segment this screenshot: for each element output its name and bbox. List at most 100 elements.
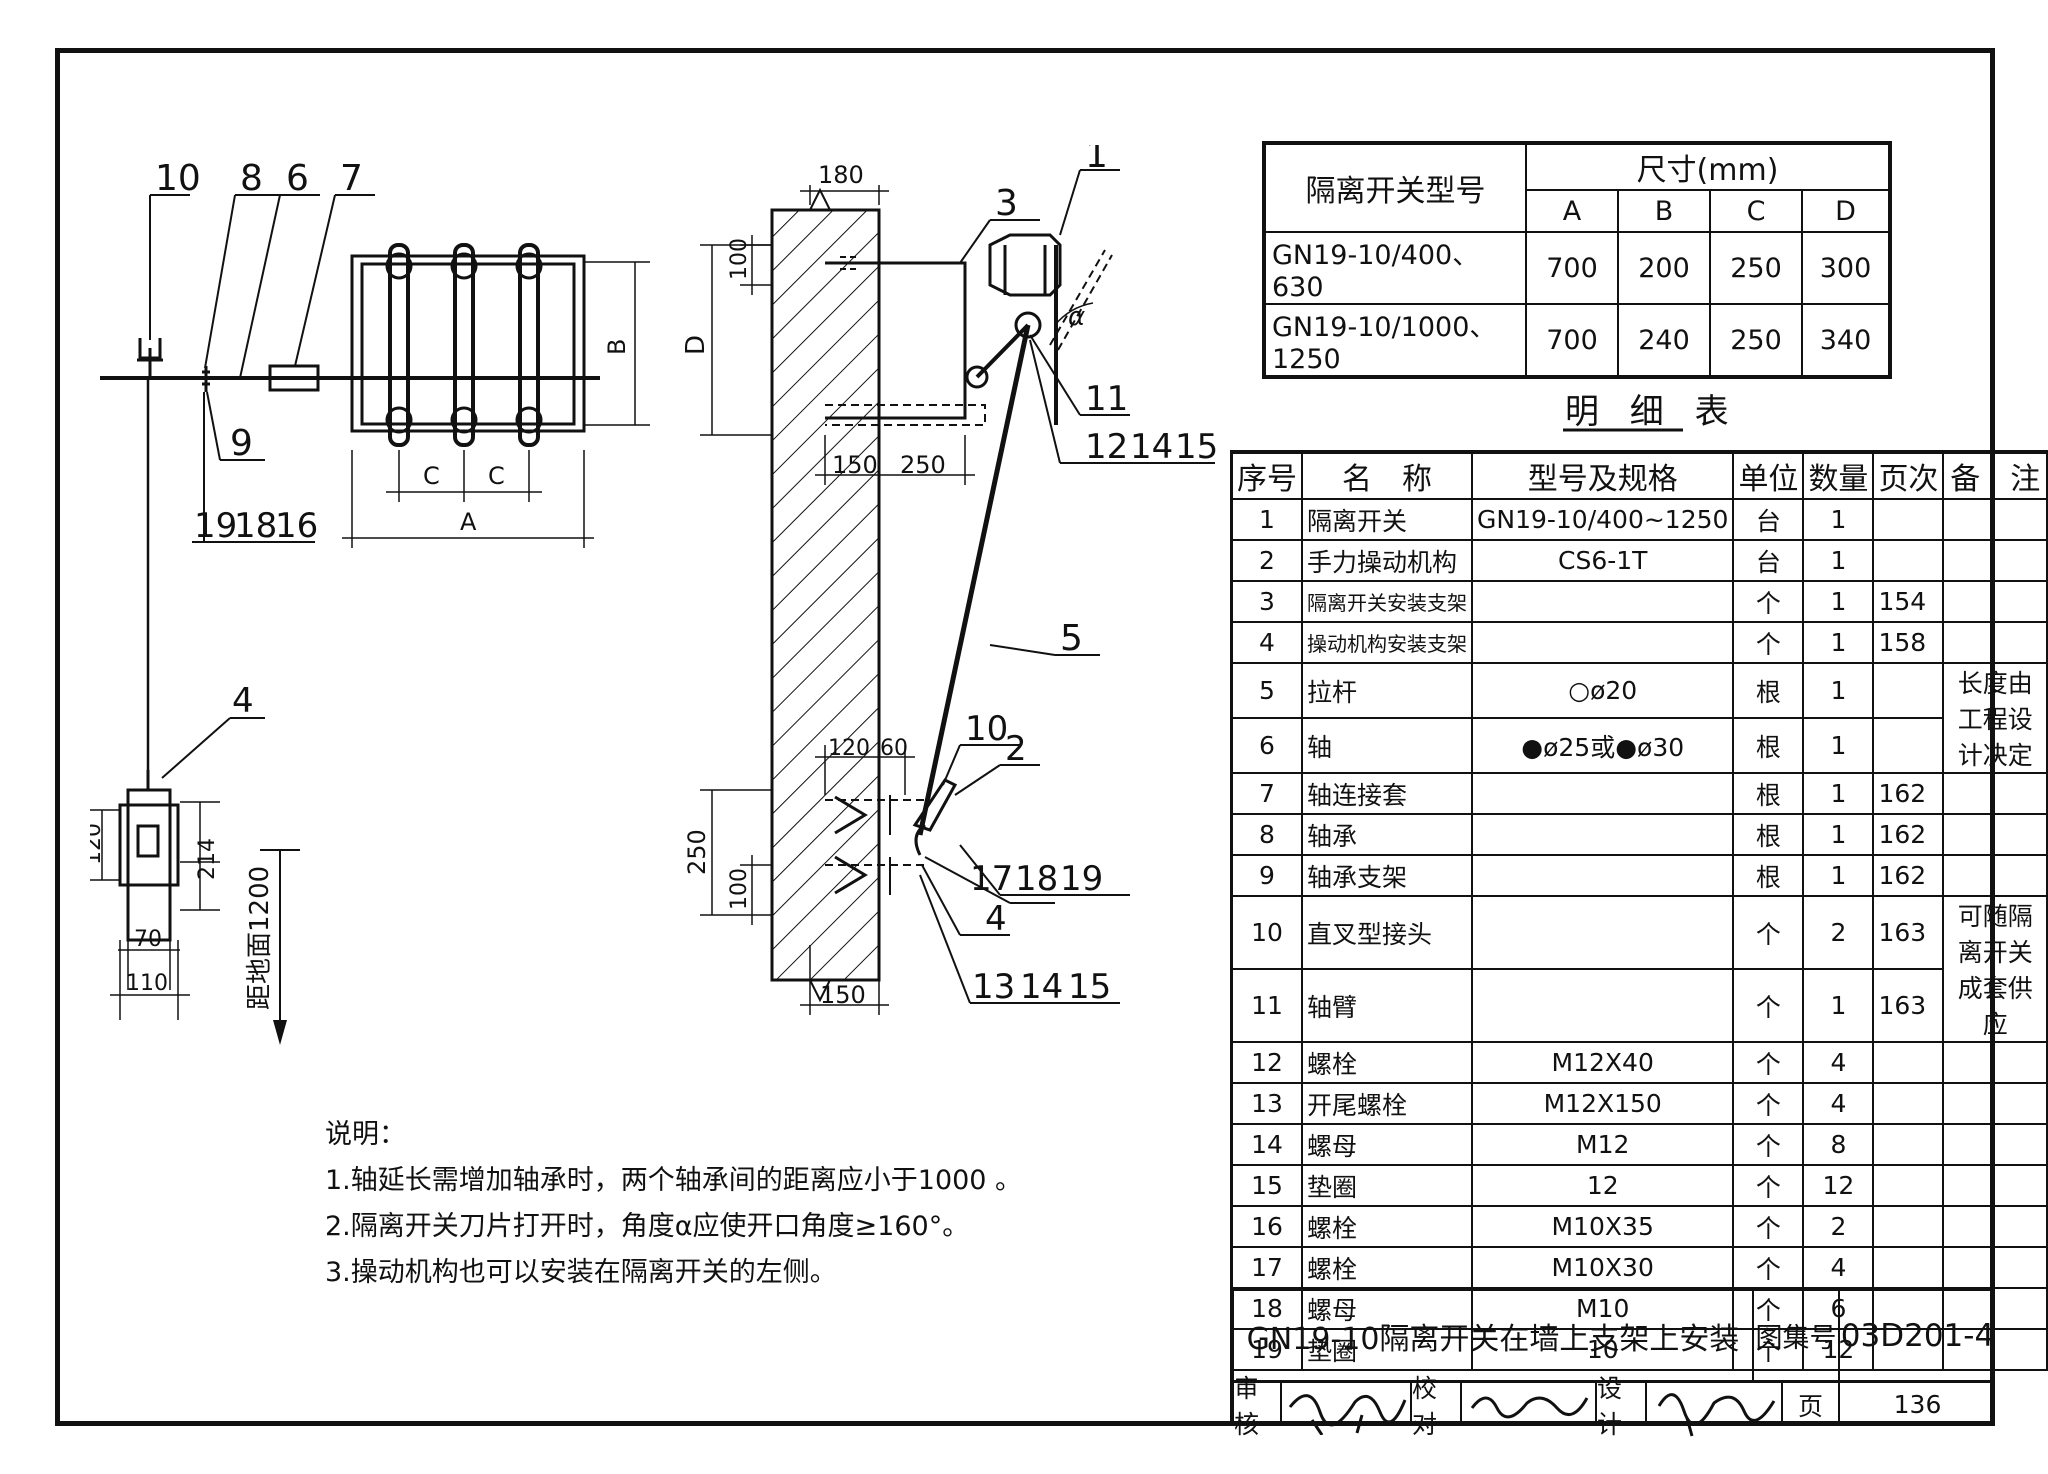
dim-row: GN19-10/400、630 700 200 250 300: [1263, 231, 1891, 305]
cell-no: 15: [1230, 1164, 1303, 1207]
callout-19: 19: [194, 506, 237, 546]
cell-spec: M12X150: [1470, 1082, 1735, 1125]
review-signature: [1282, 1383, 1412, 1435]
dim-a: A: [460, 508, 477, 536]
dim-row: GN19-10/1000、1250 700 240 250 340: [1263, 303, 1891, 378]
callout-3: 3: [995, 183, 1018, 224]
cell-spec: M12X40: [1470, 1041, 1735, 1084]
page-number: 136: [1893, 1390, 1942, 1419]
cell-qty: 1: [1802, 580, 1875, 623]
cell-qty: 1: [1802, 498, 1875, 541]
cell-name: 轴连接套: [1301, 772, 1473, 815]
cell-spec: [1470, 621, 1735, 664]
dim-row-model: GN19-10/400、630: [1263, 231, 1527, 305]
cell-page: [1872, 1328, 1945, 1371]
check-signature-mark: [1470, 1396, 1589, 1419]
cell-name: 轴承: [1301, 813, 1473, 856]
cell-qty: 1: [1802, 772, 1875, 815]
cell-no: 17: [1230, 1246, 1303, 1289]
design-signature: [1647, 1383, 1783, 1437]
cell-unit: 个: [1732, 1123, 1805, 1166]
hdr-spec: 型号及规格: [1470, 451, 1735, 500]
dim-120-lower: 120: [828, 736, 870, 761]
callout-8: 8: [240, 158, 263, 199]
cell-spec: M10X30: [1470, 1246, 1735, 1289]
cell-unit: 个: [1732, 1082, 1805, 1125]
cell-unit: 根: [1732, 662, 1805, 719]
cell-no: 6: [1230, 717, 1303, 774]
cell-name: 隔离开关安装支架: [1301, 580, 1473, 623]
dim-100-lower: 100: [727, 868, 752, 910]
cell-note: [1942, 539, 2048, 582]
cell-no: 3: [1230, 580, 1303, 623]
cell-spec: [1470, 813, 1735, 856]
cell-unit: 个: [1732, 1041, 1805, 1084]
cell-page: 162: [1872, 854, 1945, 897]
review-signature-mark: [1288, 1394, 1407, 1435]
cell-name: 操动机构安装支架: [1301, 621, 1473, 664]
cell-qty: 4: [1802, 1041, 1875, 1084]
cell-unit: 个: [1732, 1164, 1805, 1207]
cell-name: 垫圈: [1301, 1164, 1473, 1207]
cell-qty: 1: [1802, 813, 1875, 856]
cell-spec: [1470, 580, 1735, 623]
dim-row-model: GN19-10/1000、1250: [1263, 303, 1527, 378]
note-item: 3.操动机构也可以安装在隔离开关的左侧。: [325, 1257, 837, 1288]
cell-unit: 个: [1732, 621, 1805, 664]
cell-name: 螺母: [1301, 1287, 1473, 1330]
cell-spec: [1470, 895, 1735, 970]
cell-unit: 个: [1732, 1328, 1805, 1371]
cell-no: 10: [1230, 895, 1303, 970]
callout-18: 18: [234, 506, 277, 546]
callout-18b: 18: [1015, 859, 1058, 899]
col-d: D: [1801, 189, 1891, 233]
check-signature: [1462, 1383, 1597, 1426]
callout-15b: 15: [1068, 967, 1111, 1007]
callout-5: 5: [1060, 618, 1083, 659]
callout-16: 16: [275, 506, 318, 546]
cell-spec: ○ø20: [1470, 662, 1735, 719]
cell-spec: [1470, 772, 1735, 815]
design-signature-mark: [1657, 1393, 1776, 1437]
cell-qty: 4: [1802, 1246, 1875, 1289]
callout-14b: 14: [1020, 967, 1063, 1007]
cell-note: [1942, 772, 2048, 815]
cell-qty: 1: [1802, 621, 1875, 664]
cell-page: [1872, 1123, 1945, 1166]
cell-page: [1872, 539, 1945, 582]
cell-name: 拉杆: [1301, 662, 1473, 719]
check-label: 校对: [1412, 1374, 1462, 1439]
cell-no: 5: [1230, 662, 1303, 719]
cell-page: 163: [1872, 895, 1945, 970]
col-a: A: [1525, 189, 1619, 233]
callout-15a: 15: [1175, 427, 1218, 467]
cell-note: [1942, 580, 2048, 623]
cell-note: [1942, 1123, 2048, 1166]
cell-page: 162: [1872, 772, 1945, 815]
cell-unit: 台: [1732, 539, 1805, 582]
cell-spec: M10X35: [1470, 1205, 1735, 1248]
callout-4: 4: [232, 681, 254, 721]
cell-page: [1872, 498, 1945, 541]
dim-180: 180: [818, 161, 864, 189]
cell-note: [1942, 1164, 2048, 1207]
dim-250-top: 250: [900, 451, 946, 479]
cell-unit: 个: [1732, 1287, 1805, 1330]
cell-unit: 个: [1732, 895, 1805, 970]
cell-no: 13: [1230, 1082, 1303, 1125]
cell-no: 14: [1230, 1123, 1303, 1166]
title-block: GN19-10隔离开关在墙上支架上安装 图集号 03D201-4 审核 校对 设…: [1230, 1287, 1995, 1439]
parts-title-underline: [1563, 428, 1683, 432]
cell-note: [1942, 1041, 2048, 1084]
callout-1: 1: [1085, 145, 1108, 176]
cell-qty: 1: [1802, 968, 1875, 1043]
cell-page: [1872, 1205, 1945, 1248]
cell-name: 轴臂: [1301, 968, 1473, 1043]
hdr-qty: 数量: [1802, 451, 1875, 500]
cell-unit: 个: [1732, 968, 1805, 1043]
